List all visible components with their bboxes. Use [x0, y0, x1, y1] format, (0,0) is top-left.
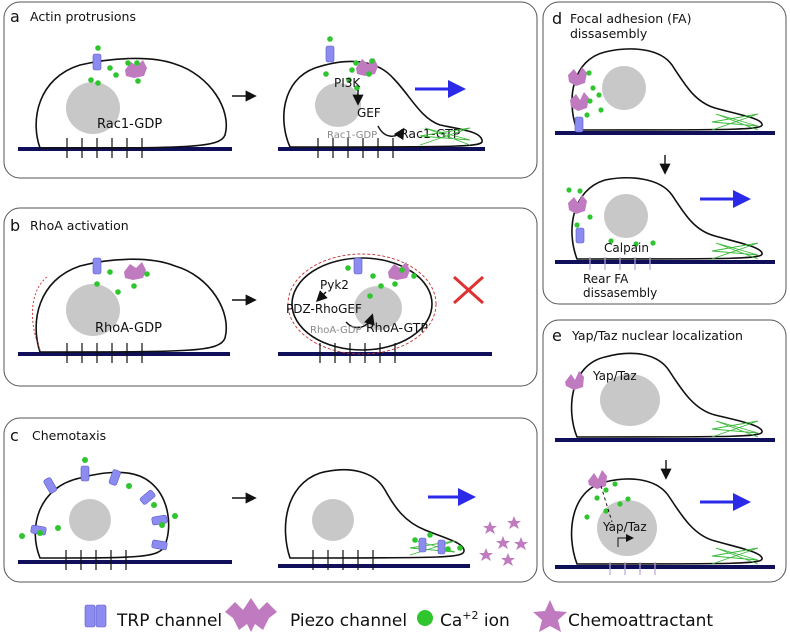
actin-filaments-d1 [711, 113, 759, 131]
label-rhoa-gdp: RhoA-GDP [95, 321, 162, 336]
nucleus-d2 [604, 194, 648, 238]
label-yap-taz-nucleus: Yap/Taz [602, 520, 647, 534]
piezo-channel-b2 [388, 262, 410, 280]
label-pyk2: Pyk2 [320, 278, 349, 292]
panel-e-letter: e [552, 326, 562, 345]
panel-e-title: Yap/Taz nuclear localization [571, 328, 743, 343]
actin-filaments-d2 [711, 242, 759, 260]
panel-d-title-line1: Focal adhesion (FA) [570, 11, 691, 26]
piezo-channel-a1 [125, 60, 147, 78]
piezo-channel-e2 [588, 470, 607, 489]
trp-channel-b2 [353, 257, 363, 275]
label-rhoa-gdp-small: RhoA-GDP [310, 325, 361, 336]
piezo-channel-e1 [565, 371, 584, 390]
piezo-channel-d2 [568, 195, 587, 214]
panel-d-letter: d [552, 9, 562, 28]
chemoattractant-stars [479, 516, 528, 566]
panel-d: d Focal adhesion (FA) dissasembly Calpai… [542, 1, 787, 305]
actin-filaments-a2 [419, 127, 471, 146]
panel-d-title-line2: dissasembly [570, 26, 648, 41]
panel-c: c Chemotaxis [3, 417, 538, 583]
cell-b1 [35, 258, 228, 353]
transcription-arrow [617, 534, 634, 547]
panel-a: a Actin protrusions Rac1-GDP [3, 1, 538, 179]
cell-e2 [570, 478, 763, 565]
cell-d1 [571, 48, 763, 131]
cortex-b1 [31, 275, 49, 351]
legend: TRP channel Piezo channel Ca+2 ion Chemo… [84, 598, 713, 632]
legend-trp-icon [84, 604, 107, 628]
panel-c-title: Chemotaxis [32, 428, 106, 443]
nucleus-e1 [600, 374, 660, 426]
panel-a-letter: a [10, 7, 20, 26]
nucleus-a2 [315, 83, 361, 127]
legend-chemoattractant-label: Chemoattractant [568, 611, 713, 631]
piezo-channel-d1b [570, 92, 589, 111]
cell-c2 [284, 469, 465, 559]
trp-channel-d2 [575, 227, 585, 244]
inhibition-cross [452, 275, 485, 305]
label-rac1-gtp: Rac1-GTP [400, 126, 461, 141]
nucleus-a1 [66, 82, 120, 134]
nucleus-c1 [69, 499, 111, 541]
legend-piezo-icon [225, 598, 277, 632]
label-pi3k: PI3K [334, 76, 361, 90]
legend-chemoattractant-icon [533, 600, 567, 632]
panel-c-letter: c [10, 426, 19, 445]
label-rac1-gdp-small: Rac1-GDP [327, 130, 377, 141]
panel-b-letter: b [10, 216, 20, 235]
nucleus-d1 [602, 66, 646, 110]
piezo-channel-b1 [124, 262, 146, 280]
actin-filaments-e2 [711, 547, 759, 565]
cell-c1 [34, 471, 170, 559]
legend-trp-label: TRP channel [116, 611, 222, 631]
legend-ca-label: Ca+2 ion [440, 609, 510, 631]
trp-channel-a1 [92, 53, 102, 71]
label-rhoa-gtp: RhoA-GTP [366, 320, 428, 335]
label-calpain: Calpain [604, 241, 649, 255]
actin-filaments-e1 [711, 420, 759, 438]
label-rear-fa: Rear FA [583, 272, 629, 286]
fa-sites-e2 [609, 562, 656, 575]
panel-a-title: Actin protrusions [30, 9, 136, 24]
label-rear-fa-dissasembly: dissasembly [583, 286, 657, 300]
trp-channel-d1 [574, 116, 584, 133]
piezo-channel-d1a [568, 67, 587, 86]
nucleus-e2 [597, 500, 657, 556]
cell-b2 [291, 257, 433, 351]
cell-a2 [283, 60, 483, 148]
panel-b-title: RhoA activation [30, 218, 129, 233]
panel-b: b RhoA activation RhoA-GDP [3, 207, 538, 387]
cell-a1 [35, 57, 228, 149]
trp-channel-c2a [418, 537, 427, 553]
cortex-b2 [287, 253, 437, 355]
legend-ca-icon [417, 610, 433, 626]
legend-piezo-label: Piezo channel [290, 611, 407, 631]
label-yap-taz-cytoplasm: Yap/Taz [592, 369, 637, 383]
cell-d2 [571, 177, 763, 260]
trp-channel-c2b [437, 539, 446, 555]
trp-channel-b1 [92, 257, 102, 275]
label-pdz-rhogef: PDZ-RhoGEF [286, 302, 362, 316]
panel-e: e Yap/Taz nuclear localization Yap/Taz Y… [542, 319, 787, 583]
label-rac1-gdp: Rac1-GDP [97, 117, 162, 132]
nucleus-b1 [66, 284, 120, 336]
trp-channel-a2 [325, 45, 335, 63]
yap-taz-translocation-path [600, 485, 613, 523]
nucleus-c2 [312, 499, 354, 541]
label-gef: GEF [357, 106, 381, 120]
cell-e1 [570, 352, 763, 438]
fa-sites-d2 [589, 257, 651, 270]
